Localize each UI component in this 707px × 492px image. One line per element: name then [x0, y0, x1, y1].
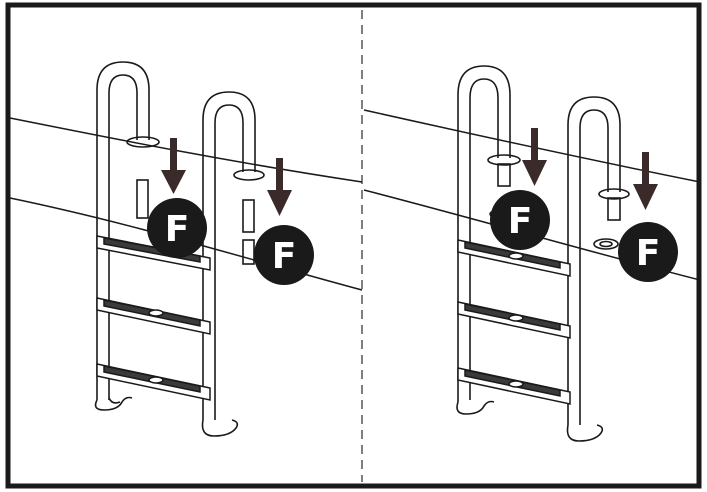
- left-panel: F F: [9, 61, 363, 437]
- outer-frame: [5, 2, 702, 489]
- ladder-step: [96, 297, 211, 335]
- callout-label: F: [165, 209, 190, 250]
- f-badge-icon: F: [254, 225, 314, 285]
- ladder-step: [96, 363, 211, 401]
- callout-label: F: [636, 233, 661, 274]
- down-arrow-icon: [633, 152, 658, 210]
- f-badge-icon: F: [490, 190, 550, 250]
- pool-wall-top-edge: [9, 117, 363, 183]
- ladder-step: [457, 239, 571, 277]
- ladder-step: [457, 367, 571, 405]
- ladder-step: [457, 301, 571, 339]
- f-badge-icon: F: [618, 222, 678, 282]
- ladder-rail-icon: [94, 61, 160, 411]
- ladder-rail-icon: [201, 91, 265, 437]
- callout-label: F: [272, 236, 297, 277]
- ladder-rail-icon: [456, 65, 521, 415]
- down-arrow-icon: [522, 128, 547, 186]
- callout-label: F: [508, 201, 533, 242]
- ladder-rail-icon: [566, 96, 630, 442]
- right-panel: F F: [363, 65, 701, 442]
- down-arrow-icon: [161, 138, 186, 194]
- f-badge-icon: F: [147, 198, 207, 258]
- down-arrow-icon: [267, 158, 292, 216]
